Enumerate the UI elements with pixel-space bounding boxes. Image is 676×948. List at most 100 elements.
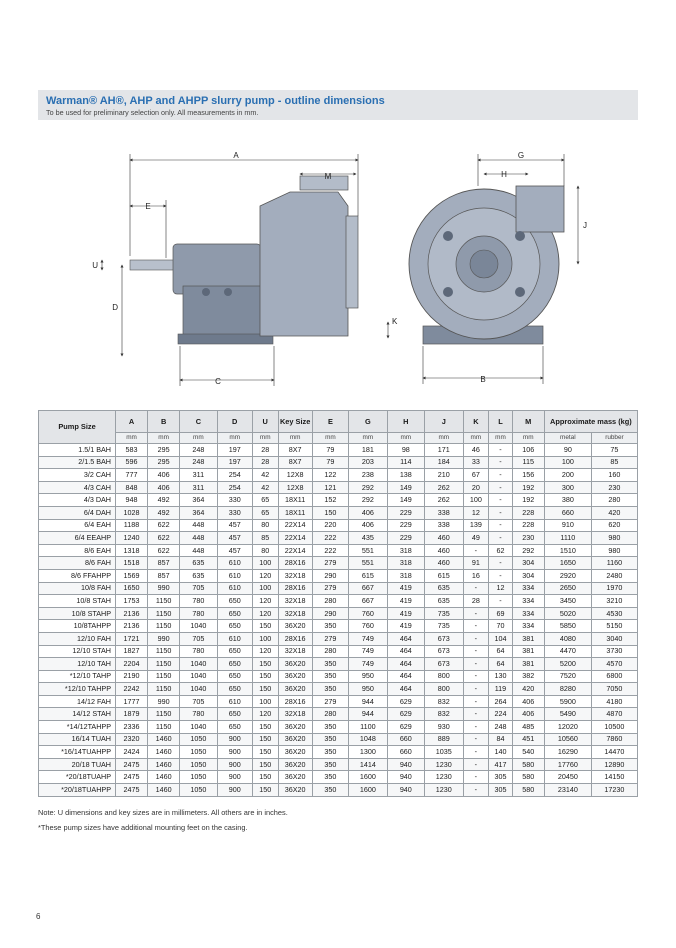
table-cell: 210 <box>424 468 464 482</box>
side-view-dimensions <box>100 154 390 386</box>
table-cell: 583 <box>114 443 149 457</box>
table-cell: 262 <box>424 493 464 507</box>
table-cell: 1040 <box>179 720 218 734</box>
table-cell: 551 <box>348 556 388 570</box>
dim-label-k: K <box>392 317 398 326</box>
col-h: H <box>386 410 426 433</box>
table-cell: 1160 <box>590 556 639 570</box>
table-cell: 1600 <box>348 783 388 797</box>
pump-size-cell: 12/10 FAH <box>38 631 116 646</box>
col-a: A <box>114 410 149 433</box>
table-cell: 1048 <box>348 732 388 747</box>
table-cell: 114 <box>386 455 426 470</box>
table-cell: 10560 <box>543 732 592 747</box>
table-cell: 229 <box>386 505 426 520</box>
table-cell: 98 <box>386 443 426 457</box>
table-cell: 292 <box>348 493 388 507</box>
table-cell: 8X7 <box>277 455 313 470</box>
table-cell: 705 <box>179 581 218 596</box>
table-cell: 1100 <box>348 720 388 734</box>
table-cell: 350 <box>311 770 350 785</box>
table-cell: 780 <box>179 606 218 621</box>
table-cell: 100 <box>251 631 279 646</box>
table-cell: 238 <box>348 468 388 482</box>
table-cell: 334 <box>511 594 545 608</box>
table-cell: 780 <box>179 594 218 608</box>
table-cell: 464 <box>386 682 426 696</box>
table-cell: 120 <box>251 594 279 608</box>
table-cell: 650 <box>216 644 253 659</box>
table-cell: 1827 <box>114 644 149 659</box>
unit-cell: mm <box>114 432 149 444</box>
pump-size-cell: *20/18TUAHPP <box>38 783 116 797</box>
table-cell: 152 <box>311 493 350 507</box>
table-cell: 20450 <box>543 770 592 785</box>
pump-size-cell: 16/14 TUAH <box>38 732 116 747</box>
table-cell: 295 <box>147 443 181 457</box>
table-cell: 1110 <box>543 531 592 545</box>
table-cell: 121 <box>311 480 350 495</box>
table-cell: - <box>488 455 513 470</box>
table-cell: 311 <box>179 468 218 482</box>
table-cell: 1518 <box>114 556 149 570</box>
table-cell: 33 <box>462 455 490 470</box>
table-cell: 857 <box>147 556 181 570</box>
table-cell: 120 <box>251 568 279 583</box>
table-cell: 350 <box>311 657 350 671</box>
table-cell: - <box>462 732 490 747</box>
table-cell: 80 <box>251 518 279 533</box>
table-cell: 580 <box>511 770 545 785</box>
table-cell: 1300 <box>348 745 388 759</box>
dim-label-j: J <box>583 221 587 230</box>
table-cell: 380 <box>543 493 592 507</box>
table-cell: 75 <box>590 443 639 457</box>
table-cell: 3210 <box>590 594 639 608</box>
table-cell: - <box>462 543 490 558</box>
table-cell: 1035 <box>424 745 464 759</box>
pump-size-cell: 12/10 STAH <box>38 644 116 659</box>
table-cell: 749 <box>348 644 388 659</box>
section-title: Warman® AH®, AHP and AHPP slurry pump - … <box>46 95 385 107</box>
table-cell: 1460 <box>147 770 181 785</box>
front-view-labels: G H J B <box>480 151 587 384</box>
table-cell: 1040 <box>179 682 218 696</box>
table-cell: 944 <box>348 694 388 709</box>
pump-size-cell: 6/4 EAH <box>38 518 116 533</box>
table-cell: 254 <box>216 468 253 482</box>
table-cell: 990 <box>147 631 181 646</box>
table-cell: 254 <box>216 480 253 495</box>
table-cell: 848 <box>114 480 149 495</box>
table-cell: 248 <box>179 455 218 470</box>
table-cell: 16290 <box>543 745 592 759</box>
table-cell: 406 <box>348 518 388 533</box>
pump-size-cell: *16/14TUAHPP <box>38 745 116 759</box>
table-cell: 79 <box>311 443 350 457</box>
pump-size-cell: *14/12TAHPP <box>38 720 116 734</box>
table-cell: 7860 <box>590 732 639 747</box>
table-cell: 1970 <box>590 581 639 596</box>
table-cell: 305 <box>488 783 513 797</box>
table-cell: 64 <box>488 657 513 671</box>
pump-size-cell: 12/10 TAH <box>38 657 116 671</box>
table-cell: 36X20 <box>277 732 313 747</box>
table-cell: 615 <box>348 568 388 583</box>
table-cell: 382 <box>511 669 545 684</box>
table-cell: 800 <box>424 682 464 696</box>
table-cell: 3040 <box>590 631 639 646</box>
table-cell: 4530 <box>590 606 639 621</box>
table-cell: - <box>462 669 490 684</box>
pump-size-cell: 8/6 FAH <box>38 556 116 570</box>
table-cell: 5900 <box>543 694 592 709</box>
table-cell: 197 <box>216 443 253 457</box>
table-cell: 448 <box>179 531 218 545</box>
table-cell: 262 <box>424 480 464 495</box>
table-cell: 1460 <box>147 757 181 772</box>
